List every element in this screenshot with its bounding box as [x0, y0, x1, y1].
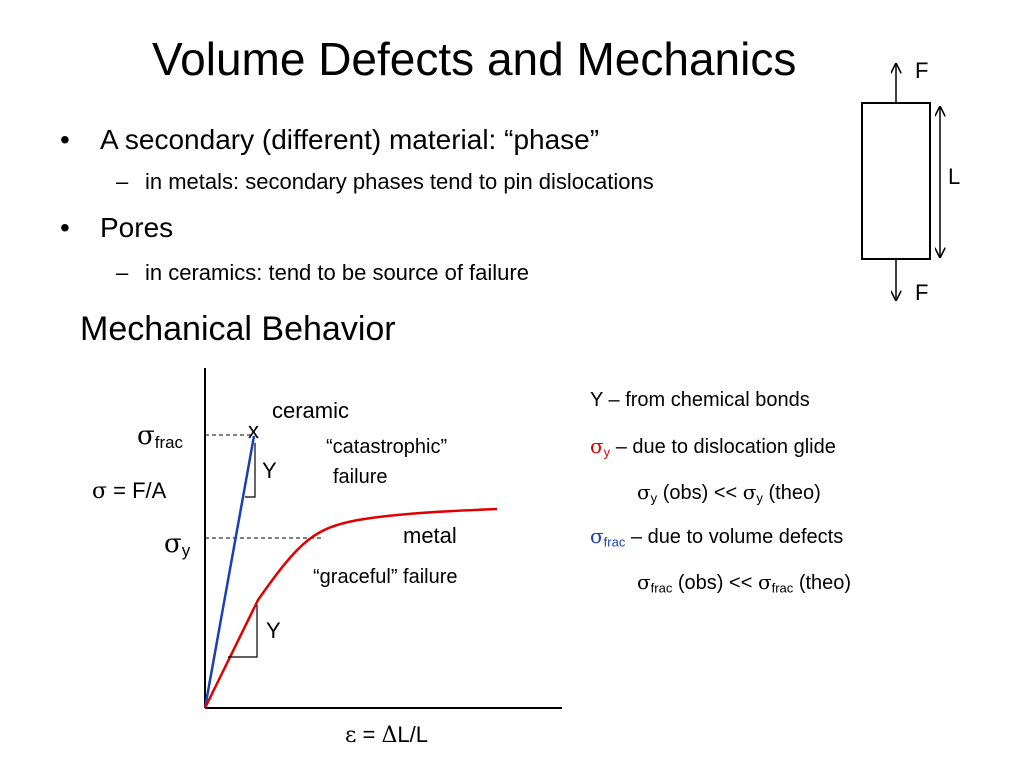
ceramic-modulus-label: Y	[262, 458, 277, 483]
section-heading: Mechanical Behavior	[80, 310, 396, 348]
bullet-pores: • Pores	[60, 214, 173, 242]
sub-bullet-metals: – in metals: secondary phases tend to pi…	[116, 171, 654, 193]
y-axis-label: σ = F/A	[92, 478, 167, 504]
bullet-phase-text: A secondary (different) material: “phase…	[100, 124, 600, 155]
metal-label: metal	[403, 523, 457, 548]
note-yield-obs-theo: σy (obs) << σy (theo)	[637, 480, 821, 506]
ceramic-label: ceramic	[272, 398, 350, 423]
note-youngs-modulus: Y – from chemical bonds	[590, 389, 810, 411]
slide-title: Volume Defects and Mechanics	[152, 33, 797, 85]
note-fracture-obs-theo: σfrac (obs) << σfrac (theo)	[637, 570, 852, 596]
graceful-label: “graceful” failure	[313, 566, 458, 588]
note-fracture-stress: σfrac – due to volume defects	[590, 524, 844, 550]
sub-bullet-marker: –	[116, 169, 129, 194]
note-yield-stress: σy – due to dislocation glide	[590, 434, 836, 460]
metal-curve	[203, 507, 498, 709]
bullet-marker: •	[60, 124, 70, 155]
force-label-top: F	[915, 58, 929, 83]
catastrophic-label-line2: failure	[333, 466, 388, 488]
sub-bullet-ceramics: – in ceramics: tend to be source of fail…	[116, 262, 529, 284]
sub-bullet-marker: –	[116, 260, 129, 285]
fracture-mark: x	[248, 418, 259, 443]
bullet-pores-text: Pores	[100, 212, 174, 243]
metal-modulus-label: Y	[266, 618, 281, 643]
sigma-frac-label: σfrac	[137, 421, 183, 453]
force-label-bottom: F	[915, 280, 929, 305]
metal-modulus-triangle	[228, 605, 258, 658]
catastrophic-label-line1: “catastrophic”	[326, 436, 448, 458]
sub-bullet-ceramics-text: in ceramics: tend to be source of failur…	[145, 260, 529, 285]
x-axis-label: ε = ΔL/L	[345, 722, 428, 748]
ceramic-curve	[203, 435, 256, 709]
bullet-phase: • A secondary (different) material: “pha…	[60, 126, 599, 154]
bullet-marker: •	[60, 212, 70, 243]
ceramic-modulus-triangle	[245, 443, 256, 498]
sigma-y-label: σy	[164, 529, 191, 561]
length-label: L	[948, 164, 961, 189]
sub-bullet-metals-text: in metals: secondary phases tend to pin …	[145, 169, 654, 194]
